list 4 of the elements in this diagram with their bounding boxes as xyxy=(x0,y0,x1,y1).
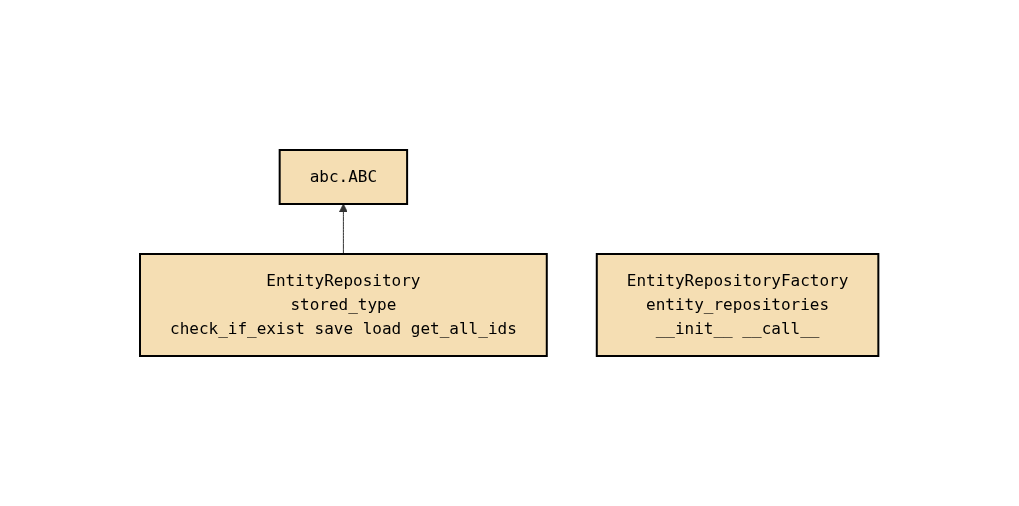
node-box: abc.ABC xyxy=(279,149,409,205)
node-box: EntityRepository stored_type check_if_exist save load get_all_ids xyxy=(139,253,549,357)
arrow xyxy=(339,203,349,255)
node-box: EntityRepositoryFactory entity_repositories __init__ __call__ xyxy=(596,253,880,357)
